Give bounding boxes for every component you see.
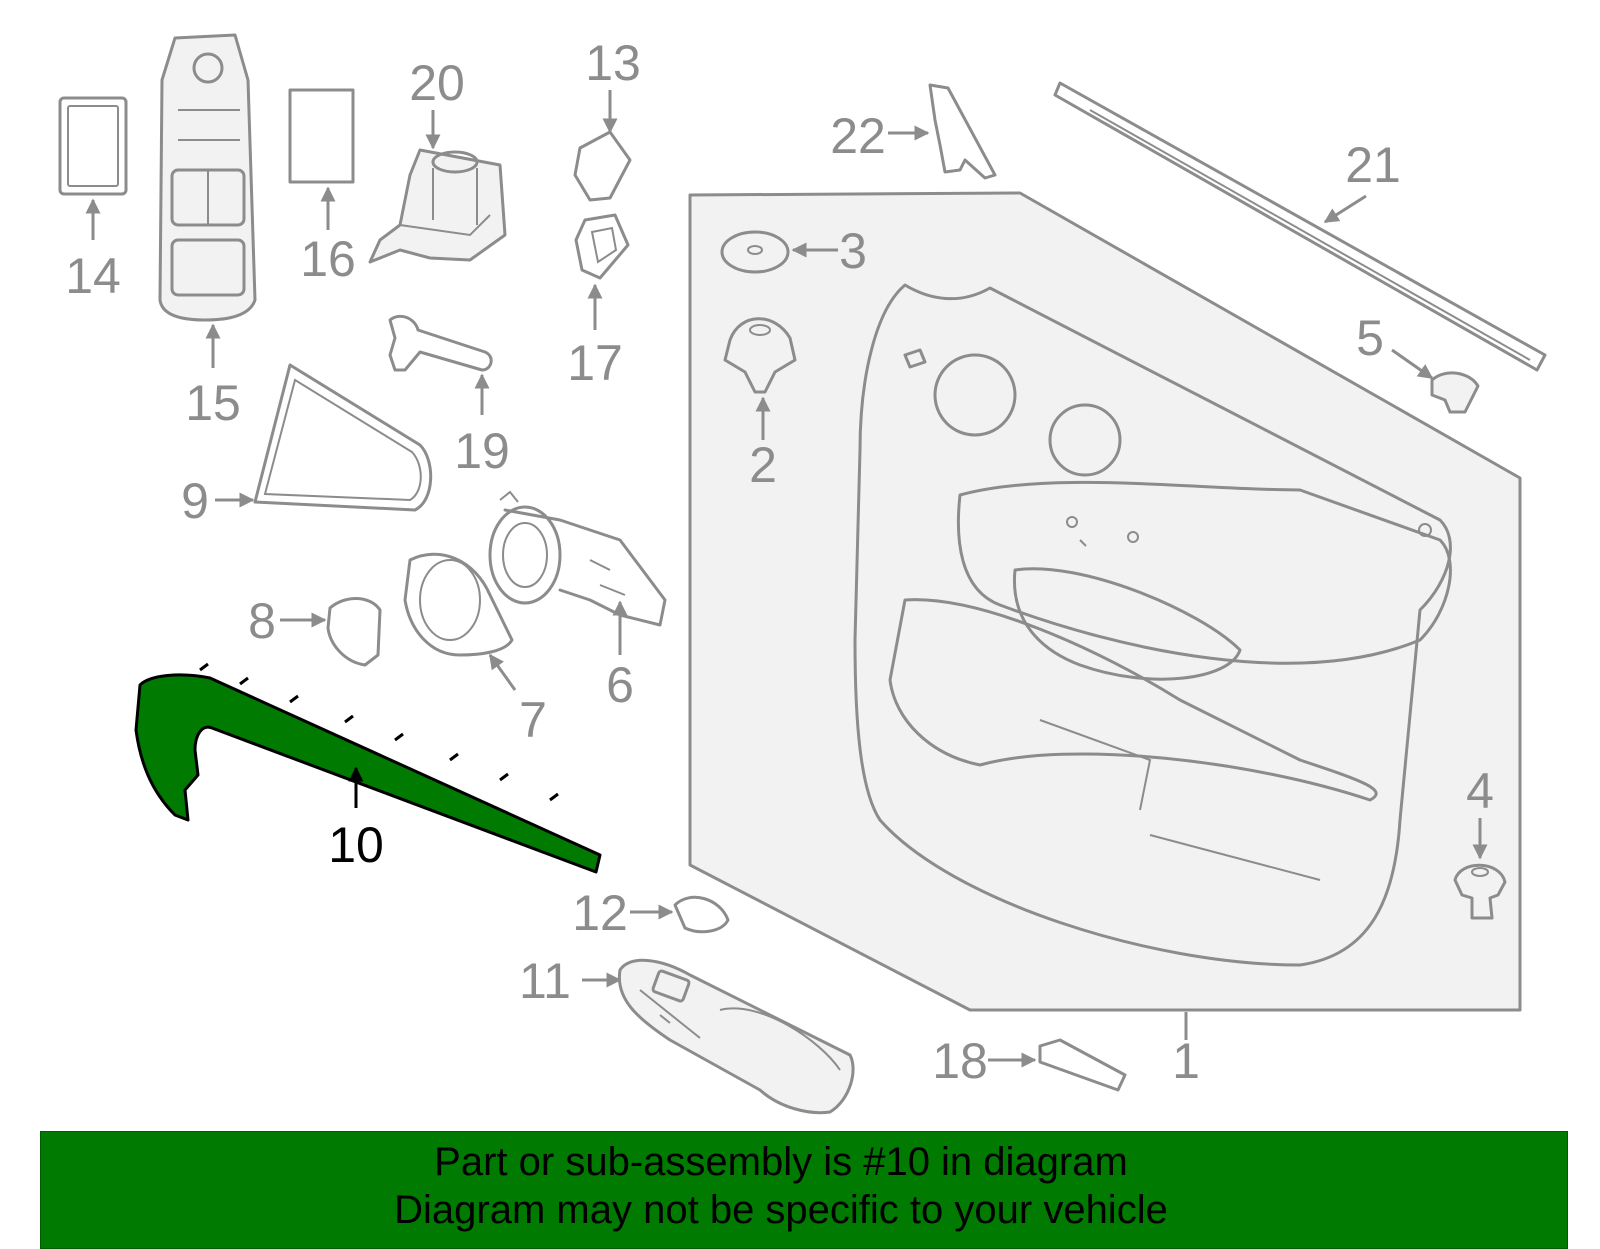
callout-21: 21 — [1345, 137, 1401, 193]
part-11-switch-housing — [617, 958, 855, 1115]
leader-lines — [85, 90, 1488, 1068]
part-6-latch-handle — [488, 490, 667, 627]
banner-line-disclaimer: Diagram may not be specific to your vehi… — [394, 1188, 1168, 1232]
part-5-clip — [1430, 371, 1480, 414]
callout-16: 16 — [300, 231, 356, 287]
callout-6: 6 — [606, 657, 634, 713]
part-3-washer — [720, 230, 790, 274]
callout-9: 9 — [181, 473, 209, 529]
callout-5: 5 — [1356, 310, 1384, 366]
part-13-cap — [573, 130, 632, 202]
callout-2: 2 — [749, 437, 777, 493]
info-banner: Part or sub-assembly is #10 in diagram D… — [40, 1131, 1568, 1249]
callout-8: 8 — [248, 593, 276, 649]
callout-15: 15 — [185, 375, 241, 431]
part-19-rod — [388, 314, 493, 372]
part-9-frame — [253, 363, 433, 512]
part-4-clip — [1453, 863, 1507, 920]
part-16-pad — [288, 88, 355, 184]
callout-10: 10 — [328, 817, 384, 873]
banner-line-part: Part or sub-assembly is #10 in diagram — [434, 1140, 1128, 1184]
callout-3: 3 — [839, 223, 867, 279]
part-8-cover — [326, 597, 382, 667]
callout-20: 20 — [409, 55, 465, 111]
callout-22: 22 — [830, 108, 886, 164]
callout-14: 14 — [65, 248, 121, 304]
part-18-clip — [1038, 1038, 1127, 1092]
callout-4: 4 — [1466, 763, 1494, 819]
part-15-switch-bezel — [158, 33, 257, 322]
part-12-plug — [673, 895, 730, 934]
part-1-door-panel — [688, 191, 1522, 1012]
callout-1: 1 — [1172, 1033, 1200, 1089]
callout-18: 18 — [932, 1033, 988, 1089]
part-7-handle-bezel — [403, 552, 514, 657]
callout-13: 13 — [585, 35, 641, 91]
callout-19: 19 — [454, 423, 510, 479]
part-22-bracket — [928, 83, 997, 180]
part-21-weatherstrip — [1053, 81, 1547, 372]
callout-17: 17 — [567, 335, 623, 391]
part-10-armrest-trim — [134, 662, 602, 874]
callout-12: 12 — [572, 885, 628, 941]
callout-11: 11 — [519, 953, 571, 1009]
callout-7: 7 — [519, 692, 547, 748]
part-17-clip — [574, 213, 630, 280]
part-2-push-clip — [723, 317, 797, 394]
part-20-bracket — [368, 148, 507, 264]
part-14-pad — [58, 96, 128, 196]
